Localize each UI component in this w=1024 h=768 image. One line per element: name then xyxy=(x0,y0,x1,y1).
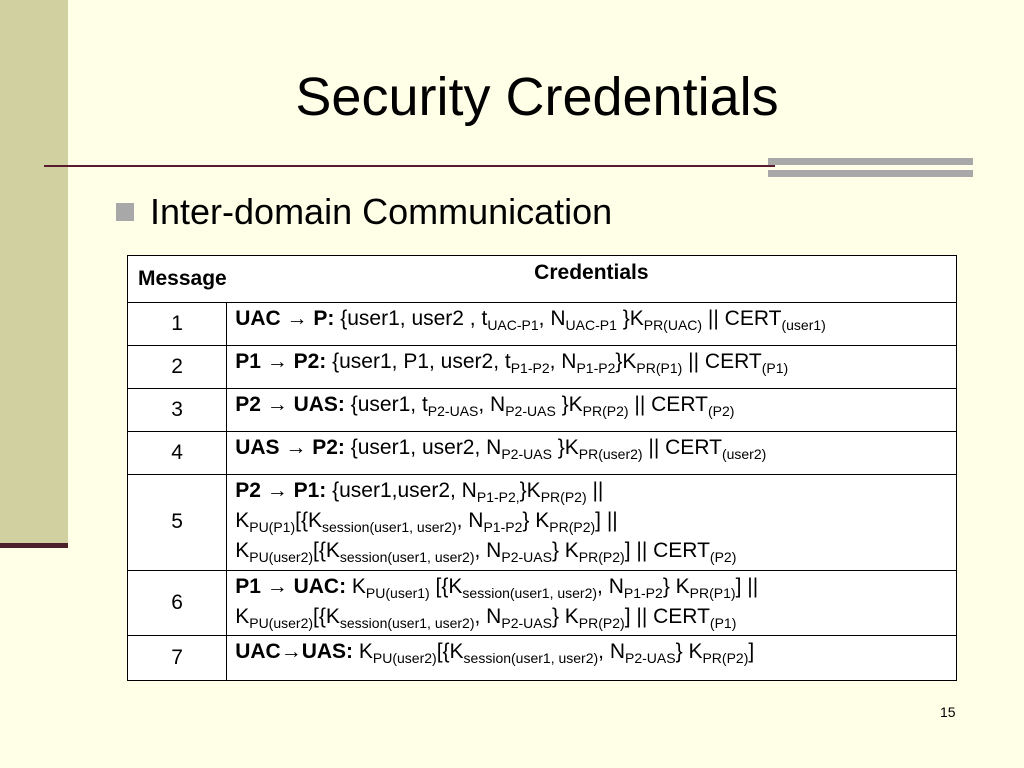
header-message: Message xyxy=(126,255,227,303)
table-header-row: Message Credentials xyxy=(126,255,957,303)
message-number: 4 xyxy=(126,431,228,475)
title-divider xyxy=(44,165,775,167)
page-number: 15 xyxy=(940,704,956,720)
message-number: 1 xyxy=(126,302,228,346)
header-credentials: Credentials xyxy=(226,255,957,303)
credential-cell: UAC → P: {user1, user2 , tUAC-P1, NUAC-P… xyxy=(226,302,957,346)
credential-cell: UAS → P2: {user1, user2, NP2-UAS }KPR(us… xyxy=(226,431,957,475)
slide-title: Security Credentials xyxy=(295,67,779,127)
credential-cell: P2 → UAS: {user1, tP2-UAS, NP2-UAS }KPR(… xyxy=(226,388,957,432)
bullet-item: Inter-domain Communication xyxy=(116,190,612,234)
bullet-text: Inter-domain Communication xyxy=(150,191,613,232)
message-number: 2 xyxy=(126,345,228,389)
credential-cell: P1 → UAC: KPU(user1) [{Ksession(user1, u… xyxy=(226,569,957,636)
square-bullet-icon xyxy=(116,203,134,221)
decorative-bar-bottom xyxy=(768,170,973,177)
credential-cell: P1 → P2: {user1, P1, user2, tP1-P2, NP1-… xyxy=(226,345,957,389)
credential-cell: P2 → P1: {user1,user2, NP1-P2,}KPR(P2) |… xyxy=(226,474,957,571)
credential-cell: UAC→UAS: KPU(user2)[{Ksession(user1, use… xyxy=(226,634,957,681)
left-sidebar-band xyxy=(0,0,68,548)
message-number: 3 xyxy=(126,388,228,432)
sidebar-divider xyxy=(0,543,68,548)
message-number: 7 xyxy=(126,634,228,681)
decorative-bar-top xyxy=(768,158,973,165)
message-number: 6 xyxy=(126,569,228,636)
message-number: 5 xyxy=(126,474,228,571)
